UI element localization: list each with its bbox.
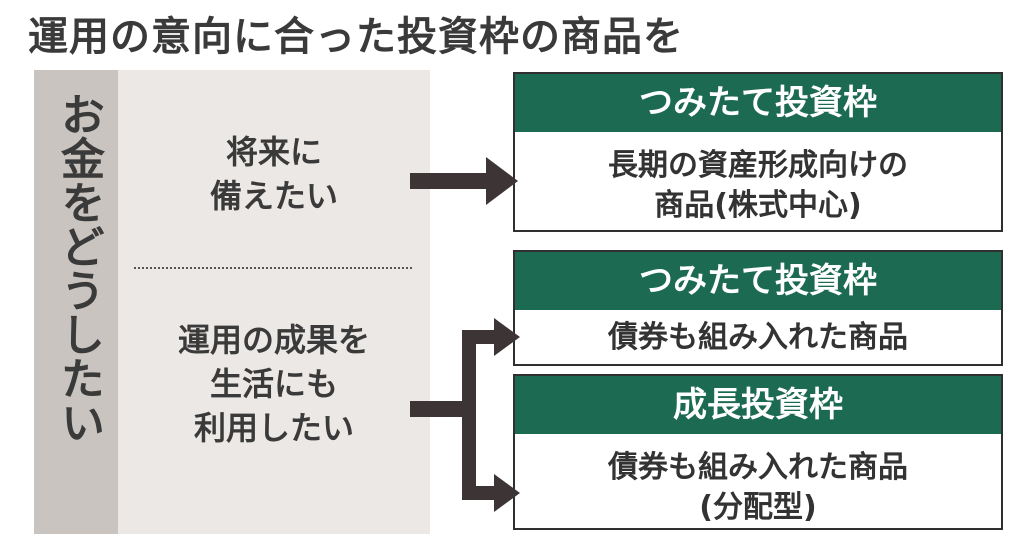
wish-prepare-future: 将来に 備えたい [209, 133, 338, 215]
product-box-growth-bonds: 成長投資枠 債券も組み入れた商品 (分配型) [513, 374, 1003, 530]
arrow-branch-lower-shaft [462, 486, 498, 500]
arrow-branch-stem [410, 401, 476, 417]
product-body: 債券も組み入れた商品 (分配型) [608, 450, 908, 525]
product-header: 成長投資枠 [515, 376, 1001, 434]
product-box-tsumitate-stocks: つみたて投資枠 長期の資産形成向けの 商品(株式中心) [513, 72, 1003, 232]
arrow-branch-upper-head [494, 318, 520, 356]
product-body: 長期の資産形成向けの 商品(株式中心) [608, 148, 908, 223]
arrow-branch-vertical [462, 330, 476, 500]
arrow-top-head [486, 157, 518, 205]
wish-divider [134, 267, 412, 269]
product-header: つみたて投資枠 [515, 74, 1001, 132]
wish-panel [118, 70, 430, 534]
side-label: お金をどうしたい [53, 92, 104, 444]
arrow-branch-upper-shaft [462, 330, 498, 344]
product-box-tsumitate-bonds: つみたて投資枠 債券も組み入れた商品 [513, 250, 1003, 366]
arrow-branch-lower-head [494, 474, 520, 512]
product-header: つみたて投資枠 [515, 252, 1001, 310]
arrow-top-shaft [410, 173, 490, 189]
diagram-title: 運用の意向に合った投資枠の商品を [28, 14, 684, 60]
wish-use-returns: 運用の成果を 生活にも 利用したい [177, 321, 370, 447]
side-bar [34, 70, 118, 534]
product-body: 債券も組み入れた商品 [608, 320, 908, 355]
